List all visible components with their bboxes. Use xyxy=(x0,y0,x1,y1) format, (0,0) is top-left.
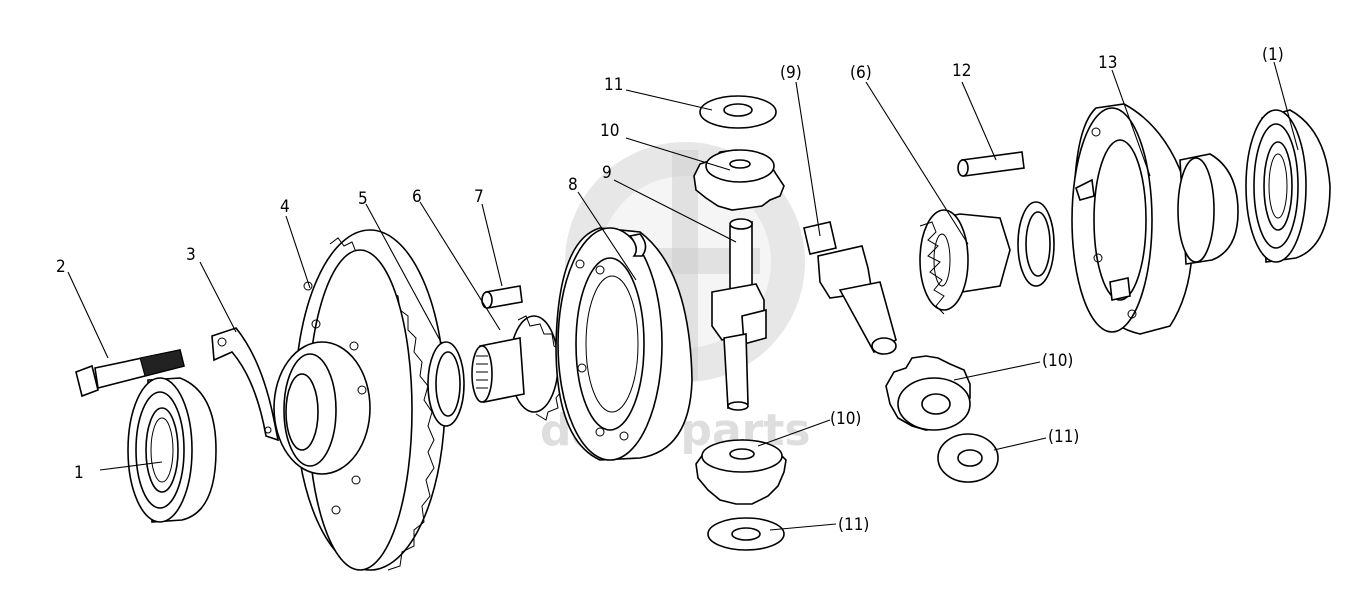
part-1-bearing xyxy=(127,377,217,523)
callout-4: 4 xyxy=(280,197,290,217)
part-1-bearing-right xyxy=(1245,109,1331,263)
part-7-pin xyxy=(481,285,523,309)
part-5-thrust-washer xyxy=(427,341,465,427)
part-6-side-gear-right xyxy=(919,209,1011,315)
part-10-pinion-gear-right xyxy=(885,355,971,431)
callout-7: 7 xyxy=(474,187,484,207)
callout-3: 3 xyxy=(186,245,196,265)
callout-12: 12 xyxy=(952,61,971,81)
callout-labels: 1 2 3 4 5 6 7 8 9 10 11 12 13 (9) (6) (1… xyxy=(56,45,1284,535)
callout-11-paren-bottom: (11) xyxy=(838,515,869,535)
leader-lines xyxy=(67,61,1299,531)
callout-8: 8 xyxy=(568,175,578,195)
part-11-washer xyxy=(699,95,777,129)
callout-11: 11 xyxy=(604,75,623,95)
callout-6: 6 xyxy=(412,187,422,207)
part-2-bolt xyxy=(75,349,185,398)
part-11-washer-bottom xyxy=(707,517,785,551)
callout-11-paren-right: (11) xyxy=(1048,427,1079,447)
part-11-washer-right xyxy=(937,433,999,483)
callout-9-paren: (9) xyxy=(780,63,802,83)
callout-1: 1 xyxy=(74,463,84,483)
part-5-thrust-washer-right xyxy=(1017,201,1055,287)
part-9-cross-shaft-alt xyxy=(803,221,897,355)
callout-2: 2 xyxy=(56,257,66,277)
callout-5: 5 xyxy=(358,189,368,209)
part-6-side-gear xyxy=(471,315,565,421)
callout-10-paren-right: (10) xyxy=(1042,351,1073,371)
callout-13: 13 xyxy=(1098,53,1117,73)
part-9-cross-shaft xyxy=(711,218,767,411)
part-3-lock-plate xyxy=(211,327,280,442)
callout-9: 9 xyxy=(602,163,612,183)
part-12-pin xyxy=(957,151,1025,177)
callout-10-paren-bottom: (10) xyxy=(830,409,861,429)
part-10-pinion-gear xyxy=(693,149,785,211)
callout-6-paren: (6) xyxy=(850,63,872,83)
part-8-case-half xyxy=(555,227,693,461)
part-10-pinion-gear-bottom xyxy=(695,439,787,505)
part-4-ring-gear xyxy=(273,229,446,571)
callout-1-paren: (1) xyxy=(1262,45,1284,65)
part-13-case-half xyxy=(1071,103,1239,335)
callout-10: 10 xyxy=(600,121,619,141)
